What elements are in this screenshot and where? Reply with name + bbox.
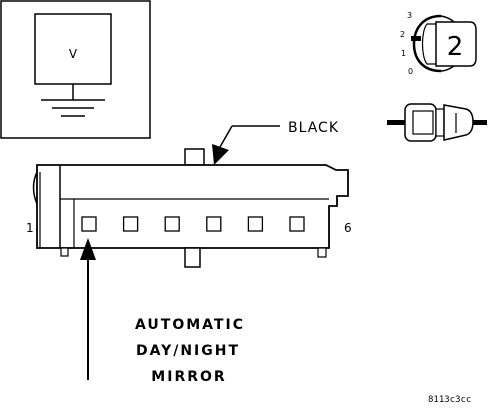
pin-row bbox=[81, 216, 305, 232]
ignition-position-0: 0 bbox=[408, 67, 413, 76]
ignition-position-2: 2 bbox=[400, 30, 405, 39]
wire-color-label: BLACK bbox=[288, 120, 339, 136]
voltmeter-panel: V bbox=[0, 0, 151, 139]
test-probe-icon bbox=[387, 103, 487, 142]
pin-end-label: 6 bbox=[344, 221, 352, 235]
voltmeter-symbol: V bbox=[69, 47, 78, 61]
pin-cavity-4 bbox=[206, 216, 222, 232]
pin-cavity-6 bbox=[289, 216, 305, 232]
pin-cavity-3 bbox=[164, 216, 180, 232]
ignition-position-1: 1 bbox=[401, 49, 406, 58]
pin-start-label: 1 bbox=[26, 221, 34, 235]
wire-color-callout: BLACK bbox=[212, 120, 339, 165]
connector-top-key bbox=[184, 148, 205, 166]
mirror-callout: AUTOMATIC DAY/NIGHT MIRROR bbox=[135, 317, 245, 385]
pin-cavity-2 bbox=[122, 216, 139, 232]
voltmeter-icon bbox=[34, 13, 112, 85]
connector-foot-right bbox=[317, 247, 327, 258]
callout-line-2: DAY/NIGHT bbox=[136, 343, 240, 359]
pin-cavity-5 bbox=[247, 216, 264, 232]
callout-line-3: MIRROR bbox=[151, 369, 226, 385]
ignition-key-icon: 3 2 1 0 2 bbox=[400, 11, 477, 76]
callout-line-1: AUTOMATIC bbox=[135, 317, 245, 333]
connector-foot-left bbox=[60, 247, 69, 257]
connector-bottom-key bbox=[184, 247, 201, 268]
connector-body: 1 6 bbox=[26, 148, 352, 268]
pin-pointer-arrow bbox=[80, 238, 96, 380]
ground-icon bbox=[41, 84, 105, 117]
figure-id: 8113c3cc bbox=[428, 395, 471, 405]
ignition-position-3: 3 bbox=[407, 11, 412, 20]
ignition-selected-position: 2 bbox=[447, 32, 464, 62]
pin-cavity-1 bbox=[81, 216, 97, 232]
